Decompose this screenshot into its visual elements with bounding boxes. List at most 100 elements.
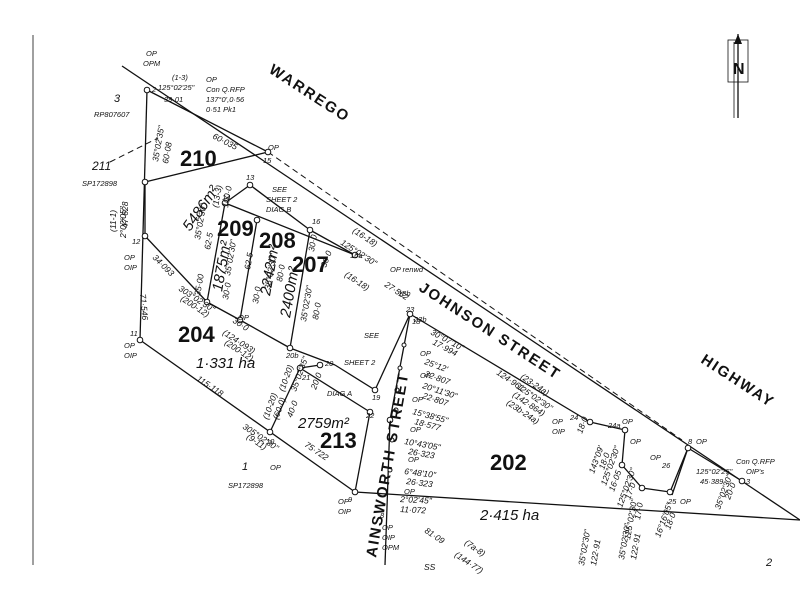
survey-pegs <box>136 86 746 496</box>
mark-oip-3: OIP <box>338 507 351 516</box>
mark-opm-1: OPM <box>382 543 400 552</box>
mark-oip-4: OIP <box>382 533 395 542</box>
dim-12291: 122·91 <box>588 538 602 566</box>
peg-10: 10 <box>266 437 275 446</box>
peg-20b: 20b <box>285 351 299 360</box>
mark-op-18: OP <box>270 463 281 472</box>
lot-208-number: 208 <box>259 228 296 253</box>
dim-ss: SS <box>424 562 436 572</box>
lot-202-area: 2·415 ha <box>479 507 539 524</box>
adjoining-lot-3: 3 <box>114 93 121 105</box>
dim-3000b: 30·0 <box>250 286 263 305</box>
peg-16a: 16a <box>350 251 363 260</box>
peg-11: 11 <box>130 329 138 338</box>
dim-b2-02: 2°02'05" <box>118 205 128 239</box>
tr-ref2: 125°02'25" <box>696 467 733 476</box>
adjoining-plan-sp172898-bottom: SP172898 <box>228 481 264 490</box>
lot-207-number: 207 <box>292 252 329 277</box>
dim-3000a: 30·0 <box>220 282 233 301</box>
dim-b2-02b: 2°02'45" <box>399 494 433 506</box>
tl-ref3: 137°0',0·56 <box>206 95 245 104</box>
adjoining-plan-sp172898-top: SP172898 <box>82 179 118 188</box>
peg-21: 21 <box>301 373 310 382</box>
dim-12291b: 122·91 <box>628 532 642 560</box>
dim-800b: 80·0 <box>310 302 323 321</box>
tl-ref4: 0·51 Pk1 <box>206 105 236 114</box>
adjoining-plan-rp807607: RP807607 <box>94 110 130 119</box>
peg-2: 2 <box>151 85 157 94</box>
tl-opm: OPM <box>143 59 161 68</box>
dim-8109: 81·09 <box>423 525 447 546</box>
note-see-sheet2: SEE <box>364 331 380 340</box>
dim-170b: 17·0 <box>632 502 645 521</box>
mark-op-2: OP <box>124 253 135 262</box>
peg-25: 25 <box>667 497 677 506</box>
peg-8: 8 <box>380 511 385 520</box>
mark-op-11: OP <box>412 395 423 404</box>
note-diag-a: DIAG A <box>327 389 352 398</box>
mark-op-15: OP <box>650 453 661 462</box>
peg-20: 20 <box>324 359 334 368</box>
note-see-diag-b-1: SEE <box>272 185 288 194</box>
mark-oip-1: OIP <box>124 263 137 272</box>
peg-22: 22 <box>365 411 375 420</box>
lot-210-number: 210 <box>180 146 217 171</box>
peg-24a: 24a <box>607 421 621 430</box>
mark-op-4: OP <box>338 497 349 506</box>
dim-625b: 62·5 <box>242 252 255 271</box>
mark-op-10: OP <box>420 371 431 380</box>
mark-op-5: OP <box>382 523 393 532</box>
road-label-warrego: WARREGO <box>266 61 353 126</box>
dim-chain13: (13-3) <box>210 184 224 208</box>
mark-oip-5: OIP <box>552 427 565 436</box>
mark-op-8: OP <box>630 437 641 446</box>
lot-202-number: 202 <box>490 450 527 475</box>
peg-19: 19 <box>372 393 381 402</box>
adjoining-lot-1: 1 <box>242 461 248 473</box>
lot-213-number: 213 <box>320 428 357 453</box>
note-see-diag-b-3: DIAG B <box>266 205 291 214</box>
mark-op-13: OP <box>408 455 419 464</box>
dim-11072: 11·072 <box>400 504 427 515</box>
dim-chain11: (11-1) <box>108 210 118 232</box>
tr-ref1: Con Q.RFP <box>736 457 775 466</box>
dim-6008: 60·08 <box>160 141 174 164</box>
mark-op-3: OP <box>124 341 135 350</box>
mark-oip-2: OIP <box>124 351 137 360</box>
lot-213-area: 2759m² <box>297 415 350 432</box>
lot-204-number: 204 <box>178 322 215 347</box>
peg-16: 16 <box>312 217 321 226</box>
mark-op-6: OP <box>552 417 563 426</box>
dim-1000: 100·0 <box>220 185 234 208</box>
adjoining-lot-211: 211 <box>91 159 111 173</box>
tl-dist: 39·01 <box>164 95 183 104</box>
mark-op-17: OP <box>238 313 249 322</box>
peg-23b: 23b <box>413 315 427 324</box>
mark-op-12: OP <box>410 425 421 434</box>
peg-12: 12 <box>132 237 141 246</box>
peg-18: 18 <box>412 317 421 326</box>
dim-26323b: 26·323 <box>405 476 434 489</box>
north-arrow-label: N <box>733 61 745 78</box>
peg-13: 13 <box>246 173 255 182</box>
peg-24: 24 <box>569 413 578 422</box>
tr-op: OP <box>696 437 707 446</box>
dim-chain16-18b: (16-18) <box>343 269 372 292</box>
north-arrow: N <box>727 34 749 118</box>
dim-800: 80·0 <box>274 264 287 283</box>
peg-15: 15 <box>263 156 272 165</box>
mark-labels: OP OP OIP OP OIP OP OIP OP OIP OPM OP re… <box>124 143 691 552</box>
leader-line-211 <box>109 137 159 163</box>
tl-bearing: 125°02'25" <box>158 83 195 92</box>
dim-115118: 115·118 <box>195 373 226 398</box>
tl-op: OP <box>146 49 157 58</box>
adjoining-lot-2: 2 <box>765 557 772 569</box>
mark-op-7: OP <box>622 417 633 426</box>
dim-47628: 47·628 <box>120 201 130 228</box>
tl-chain: (1-3) <box>172 73 188 82</box>
dim-3500: 35·00 <box>192 273 206 296</box>
note-sheet2-label: SHEET 2 <box>344 358 376 367</box>
mark-op-9: OP <box>420 349 431 358</box>
road-label-highway: HIGHWAY <box>698 351 778 411</box>
